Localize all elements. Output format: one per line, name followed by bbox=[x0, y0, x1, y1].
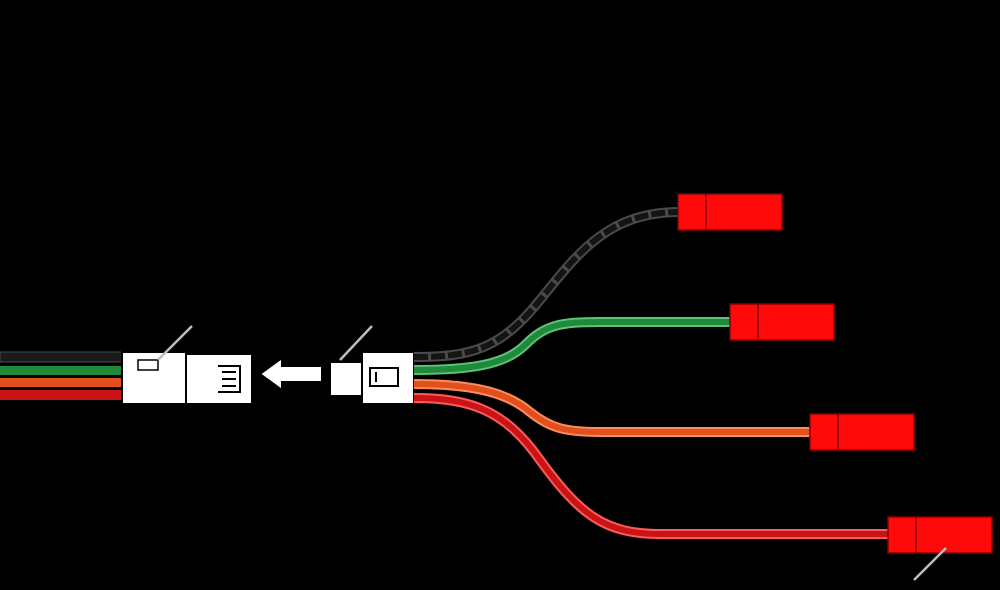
branch-wire-orange-core bbox=[413, 381, 812, 435]
left-connector-latch bbox=[137, 359, 159, 371]
arrow-left-icon bbox=[258, 356, 323, 392]
terminal-sleeve bbox=[729, 303, 761, 341]
left-connector-slots bbox=[218, 365, 241, 393]
terminal-leader-line bbox=[913, 547, 947, 581]
left-wire-black bbox=[0, 351, 129, 363]
left-wire-green bbox=[0, 366, 128, 375]
terminal-body bbox=[915, 516, 993, 554]
left-wire-red bbox=[0, 390, 128, 400]
right-connector-leader-line bbox=[339, 325, 373, 361]
left-connector-leader-line bbox=[157, 325, 193, 361]
branch-wire-black-core bbox=[413, 209, 681, 360]
left-wire-orange bbox=[0, 378, 128, 387]
terminal-sleeve bbox=[677, 193, 709, 231]
left-connector-face bbox=[185, 353, 253, 405]
terminal-green-wire bbox=[729, 303, 835, 341]
terminal-body bbox=[705, 193, 783, 231]
terminal-orange-wire bbox=[809, 413, 915, 451]
terminal-body bbox=[837, 413, 915, 451]
terminal-sleeve bbox=[809, 413, 841, 451]
branch-wires bbox=[413, 207, 890, 539]
right-connector bbox=[329, 325, 415, 405]
right-connector-pins bbox=[369, 367, 399, 387]
left-connector bbox=[121, 325, 253, 405]
terminal-red-wire bbox=[887, 516, 993, 581]
terminal-sleeve bbox=[887, 516, 919, 554]
terminal-body bbox=[757, 303, 835, 341]
branch-wire-green-core bbox=[413, 319, 730, 373]
terminal-black-wire bbox=[677, 193, 783, 231]
branch-wire-red-core bbox=[413, 395, 890, 537]
